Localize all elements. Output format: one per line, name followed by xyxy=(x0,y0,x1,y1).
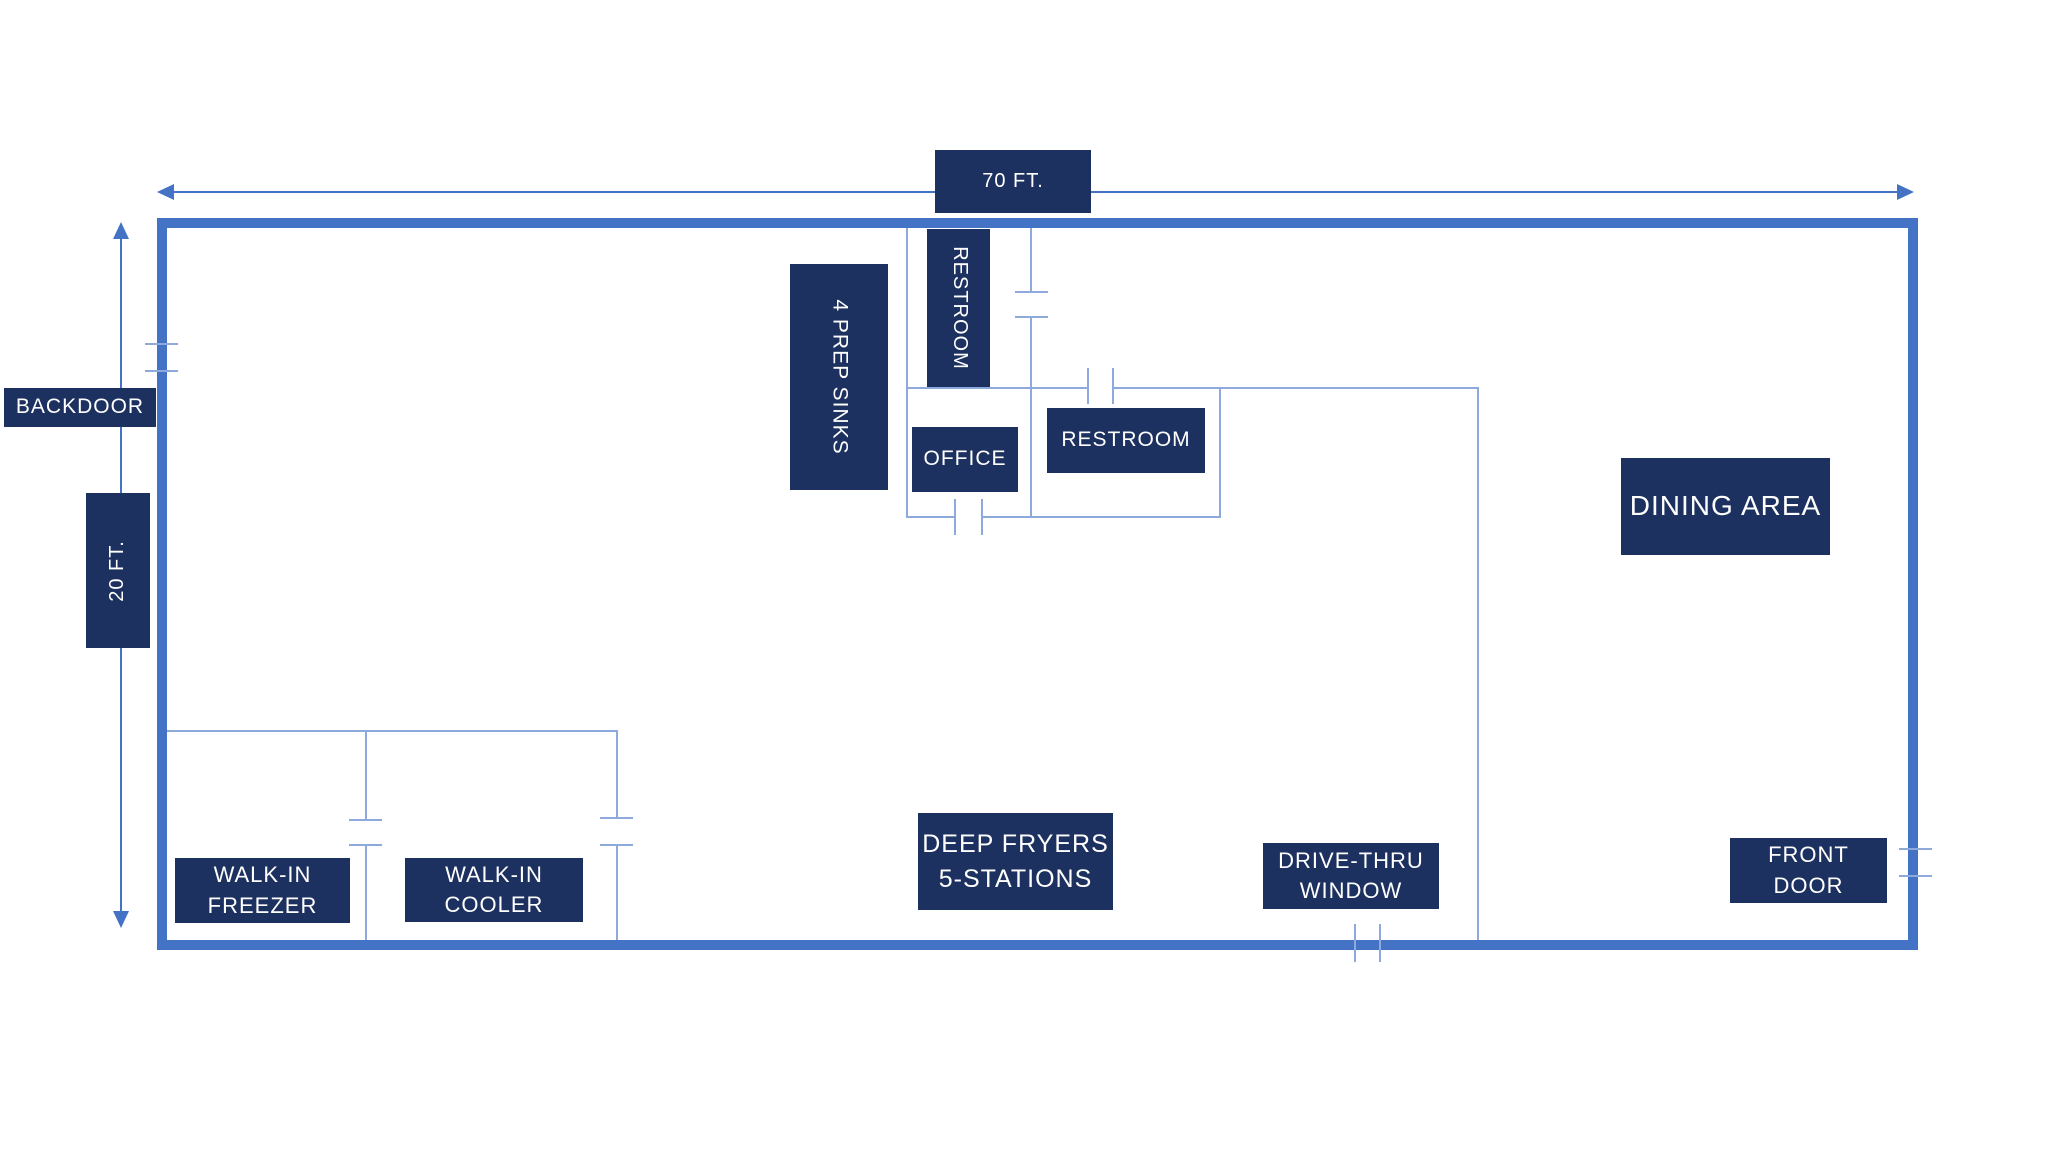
width-arrowhead-left-icon xyxy=(157,184,174,200)
backdoor-door-mark xyxy=(145,343,178,345)
walk-in-cooler-line1: WALK-IN xyxy=(445,861,543,887)
drive-thru-line1: DRIVE-THRU xyxy=(1278,847,1424,873)
restroom-upper-label: RESTROOM xyxy=(927,229,990,387)
wall-freezer-right xyxy=(365,845,367,940)
wall-restroom-upper-right xyxy=(1030,228,1032,292)
front-door-label: FRONT DOOR xyxy=(1730,838,1887,903)
prep-sinks-text: 4 PREP SINKS xyxy=(828,299,852,455)
wall-restroom-lower-right xyxy=(1219,387,1221,518)
wall-rooms-top xyxy=(906,387,1088,389)
freezer-door-mark xyxy=(349,819,382,821)
wall-storage-top xyxy=(167,730,617,732)
freezer-door-mark xyxy=(349,844,382,846)
walk-in-freezer-line1: WALK-IN xyxy=(213,862,312,888)
dining-area-text: DINING AREA xyxy=(1629,490,1822,522)
restroom-lower-label: RESTROOM xyxy=(1047,408,1205,473)
front-door-line2: DOOR xyxy=(1773,872,1844,898)
wall-restroom-upper-right xyxy=(1030,317,1032,518)
backdoor-text: BACKDOOR xyxy=(15,395,145,419)
wall-rooms-left xyxy=(906,228,908,518)
front-door-mark xyxy=(1899,875,1932,877)
wall-rooms-bottom xyxy=(906,516,955,518)
restroom-upper-door-mark xyxy=(1015,291,1048,293)
restroom-lower-door-mark xyxy=(1112,368,1114,404)
walk-in-freezer-label: WALK-IN FREEZER xyxy=(175,858,350,923)
restroom-lower-text: RESTROOM xyxy=(1061,428,1191,452)
drive-thru-line2: WINDOW xyxy=(1299,878,1403,903)
height-arrowhead-down-icon xyxy=(113,911,129,928)
walk-in-cooler-label: WALK-IN COOLER xyxy=(405,858,583,922)
prep-sinks-label: 4 PREP SINKS xyxy=(790,264,888,490)
restroom-lower-door-mark xyxy=(1087,368,1089,404)
office-label: OFFICE xyxy=(912,427,1018,492)
office-door-mark xyxy=(981,499,983,535)
restroom-upper-text: RESTROOM xyxy=(948,246,971,370)
walk-in-freezer-line2: FREEZER xyxy=(207,892,318,918)
restroom-upper-door-mark xyxy=(1015,316,1048,318)
cooler-door-mark xyxy=(600,817,633,819)
drive-thru-window-mark xyxy=(1379,924,1381,962)
drive-thru-window-label: DRIVE-THRU WINDOW xyxy=(1263,843,1439,909)
backdoor-label: BACKDOOR xyxy=(4,388,156,427)
width-arrowhead-right-icon xyxy=(1897,184,1914,200)
office-door-mark xyxy=(954,499,956,535)
deep-fryers-line2: 5-STATIONS xyxy=(938,864,1093,893)
wall-cooler-right xyxy=(616,730,618,818)
width-dimension-text: 70 FT. xyxy=(982,169,1044,192)
wall-rooms-bottom xyxy=(982,516,1221,518)
wall-rooms-top xyxy=(1113,387,1479,389)
office-text: OFFICE xyxy=(923,447,1007,471)
wall-cooler-right xyxy=(616,845,618,940)
backdoor-door-mark xyxy=(145,370,178,372)
front-door-mark xyxy=(1899,848,1932,850)
height-dimension-text: 20 FT. xyxy=(106,539,129,602)
height-dimension-label: 20 FT. xyxy=(86,493,150,648)
wall-freezer-right xyxy=(365,730,367,820)
walk-in-cooler-line2: COOLER xyxy=(444,892,544,917)
deep-fryers-line1: DEEP FRYERS xyxy=(922,830,1109,858)
deep-fryers-label: DEEP FRYERS 5-STATIONS xyxy=(918,813,1113,910)
height-arrowhead-up-icon xyxy=(113,222,129,239)
dining-area-label: DINING AREA xyxy=(1621,458,1830,555)
front-door-line1: FRONT xyxy=(1768,842,1849,868)
wall-kitchen-dining-divider xyxy=(1477,387,1479,940)
exterior-wall xyxy=(157,218,1918,950)
drive-thru-window-mark xyxy=(1354,924,1356,962)
width-dimension-label: 70 FT. xyxy=(935,150,1091,213)
cooler-door-mark xyxy=(600,844,633,846)
